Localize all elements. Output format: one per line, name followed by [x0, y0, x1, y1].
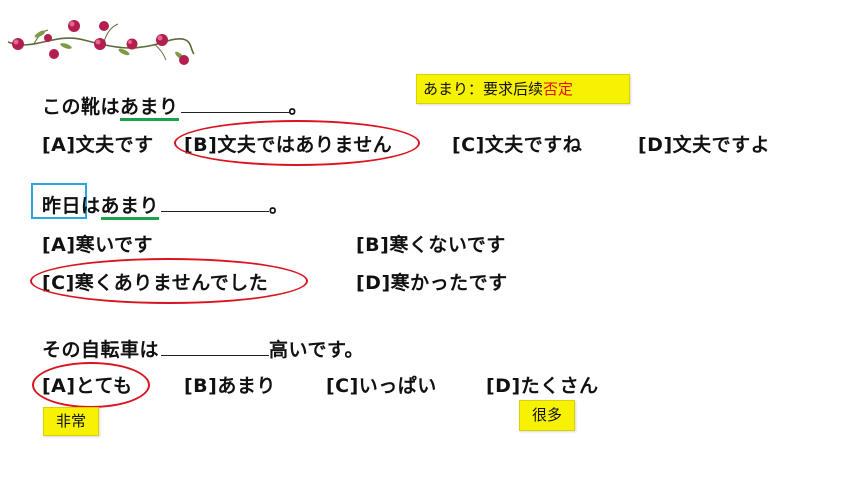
q2-option-b: [B]寒くないです — [356, 234, 506, 256]
question-3: その自転車は 高いです。 — [42, 335, 364, 362]
q2-option-d: [D]寒かったです — [356, 272, 508, 294]
q1-text-pre: この靴は — [42, 96, 121, 118]
q3-blank — [161, 339, 270, 356]
sticky-note-henduo: 很多 — [519, 400, 575, 431]
note-highlight: 否定 — [543, 80, 574, 98]
q1-blank — [180, 96, 289, 113]
q1-text-post: 。 — [288, 96, 309, 118]
sticky-note-feichang: 非常 — [43, 407, 99, 436]
q2-text-pre: は — [81, 195, 101, 217]
q3-option-d: [D]たくさん — [486, 375, 599, 397]
q1-option-a: [A]文夫です — [42, 134, 154, 156]
q2-answer-circle — [30, 258, 308, 304]
question-1: この靴はあまり 。 — [42, 92, 309, 121]
q3-option-c: [C]いっぱい — [326, 375, 437, 397]
q1-option-d: [D]文夫ですよ — [638, 134, 771, 156]
q1-keyword: あまり — [120, 96, 179, 121]
q2-boxed-word: 昨日 — [42, 195, 82, 217]
q2-highlight-box — [31, 183, 87, 219]
q2-text-post: 。 — [269, 195, 289, 217]
q2-keyword: あまり — [100, 195, 160, 220]
sticky-note-amari-rule: あまり：要求后续否定 — [416, 74, 630, 104]
q3-answer-circle — [32, 362, 150, 408]
q3-text-post: 高いです。 — [269, 339, 365, 361]
q3-option-b: [B]あまり — [184, 375, 276, 397]
note-prefix: あまり：要求后续 — [423, 80, 544, 98]
q1-option-c: [C]文夫ですね — [452, 134, 583, 156]
q2-option-a: [A]寒いです — [42, 234, 154, 256]
q1-answer-circle — [174, 120, 420, 166]
floral-vine-decoration — [7, 20, 195, 65]
q2-blank — [161, 195, 270, 212]
q3-text-pre: その自転車は — [42, 339, 160, 361]
question-2: 昨日はあまり 。 — [42, 191, 289, 220]
